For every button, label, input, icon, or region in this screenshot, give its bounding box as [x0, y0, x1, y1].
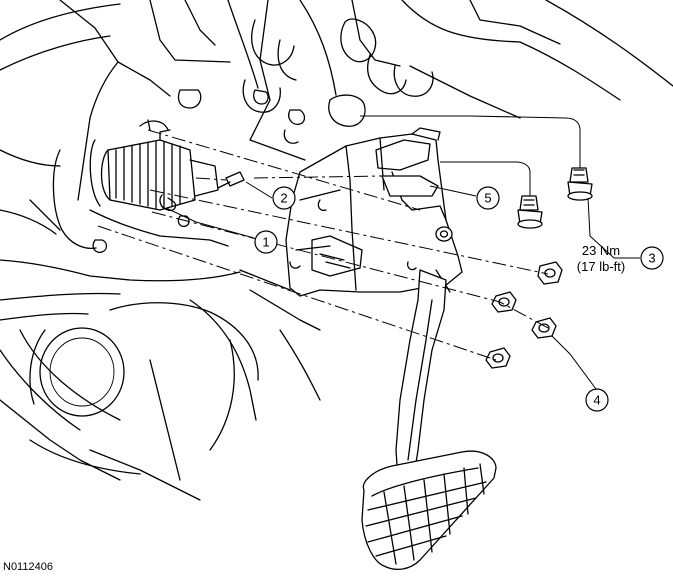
- dash-panel-structure: [0, 0, 673, 501]
- callout-1-label: 1: [262, 235, 269, 250]
- callout-4: 4: [585, 388, 609, 412]
- brake-booster: [89, 119, 219, 211]
- pedal-pad: [361, 450, 497, 571]
- callout-1: 1: [254, 230, 278, 254]
- callout-2-label: 2: [280, 191, 287, 206]
- callout-4-label: 4: [593, 393, 600, 408]
- callout-2: 2: [272, 186, 296, 210]
- nut-middle-left: [491, 291, 517, 313]
- lower-bolt: [517, 195, 543, 229]
- callout-3-label: 3: [648, 251, 655, 266]
- torque-spec-imperial: (17 lb-ft): [577, 259, 625, 274]
- torque-spec: 23 Nm (17 lb-ft): [577, 243, 625, 274]
- upper-bolt: [567, 167, 593, 201]
- callout-leaders: [165, 181, 640, 390]
- callout-5-label: 5: [484, 191, 491, 206]
- pivot-pin: [217, 171, 245, 189]
- torque-spec-metric: 23 Nm: [582, 243, 620, 258]
- callout-3: 3: [640, 246, 664, 270]
- figure-id: N0112406: [3, 561, 53, 573]
- pedal-arm: [395, 269, 447, 481]
- retaining-clip: [159, 194, 177, 212]
- nut-upper-right: [537, 261, 563, 285]
- nut-lower: [485, 347, 511, 369]
- bolt-paths: [360, 115, 581, 196]
- callout-5: 5: [476, 186, 500, 210]
- pedal-bracket: [285, 127, 463, 297]
- nut-middle-right: [531, 317, 557, 339]
